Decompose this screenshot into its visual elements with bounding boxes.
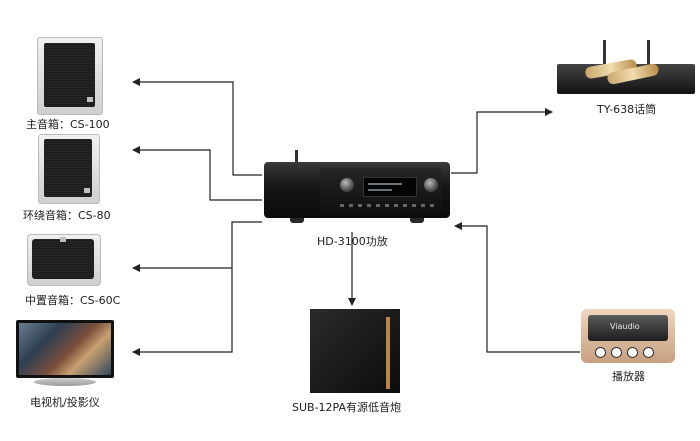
subwoofer-trim — [386, 317, 390, 389]
player: Viaudio — [581, 309, 677, 365]
tv-projector-label: 电视机/投影仪 — [30, 396, 100, 409]
main-speaker-grille — [44, 43, 95, 107]
surround-speaker-grille — [44, 139, 92, 197]
receiver-antenna-right — [647, 40, 650, 66]
wire-tv — [132, 268, 233, 356]
microphone-system — [555, 40, 697, 98]
surround-speaker-logo-icon — [84, 188, 90, 193]
tv-stand — [34, 378, 96, 386]
player-label: 播放器 — [612, 370, 645, 383]
wire-player — [454, 222, 580, 353]
main-speaker-logo-icon — [87, 97, 93, 102]
wire-center-speaker — [132, 221, 262, 272]
center-speaker — [27, 234, 101, 286]
volume-knob-icon — [340, 178, 354, 192]
wire-surround-speaker — [132, 146, 262, 201]
player-screen-text: Viaudio — [610, 322, 640, 331]
amplifier-foot-right — [410, 218, 424, 223]
amplifier-foot-left — [290, 218, 304, 223]
input-knob-icon — [424, 178, 438, 192]
surround-speaker — [38, 134, 100, 204]
center-speaker-logo-icon — [60, 237, 66, 242]
main-speaker — [37, 37, 103, 115]
surround-speaker-label: 环绕音箱：CS-80 — [23, 209, 111, 222]
amplifier-display — [363, 177, 417, 197]
player-button-2-icon — [611, 347, 622, 358]
player-screen: Viaudio — [588, 315, 668, 341]
wire-microphone — [451, 108, 553, 174]
main-speaker-label: 主音箱：CS-100 — [26, 118, 110, 131]
player-button-1-icon — [595, 347, 606, 358]
center-speaker-label: 中置音箱：CS-60C — [25, 294, 121, 307]
receiver-antenna-left — [603, 40, 606, 66]
subwoofer — [310, 309, 402, 395]
center-speaker-grille — [32, 239, 94, 279]
player-button-4-icon — [643, 347, 654, 358]
subwoofer-cabinet — [310, 309, 400, 393]
tv-projector — [16, 320, 114, 386]
microphone-label: TY-638话筒 — [597, 103, 657, 116]
amplifier-label: HD-3100功放 — [317, 235, 388, 248]
subwoofer-label: SUB-12PA有源低音炮 — [292, 401, 402, 414]
tv-screen — [19, 323, 111, 375]
amplifier — [262, 150, 452, 226]
amplifier-buttons — [340, 204, 436, 207]
amplifier-antenna — [295, 150, 298, 166]
player-button-3-icon — [627, 347, 638, 358]
wire-main-speaker — [132, 78, 262, 176]
